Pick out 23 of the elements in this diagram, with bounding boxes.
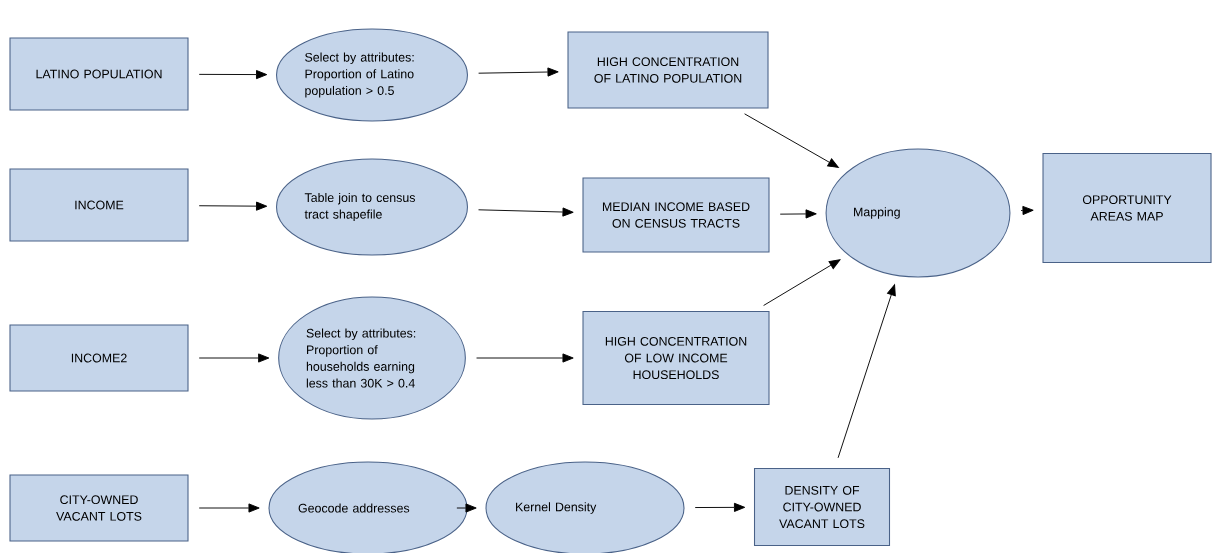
arrow: [837, 284, 896, 459]
data-box: HIGH CONCENTRATION OF LATINO POPULATION: [567, 31, 769, 109]
arrow: [478, 207, 574, 217]
arrow: [198, 201, 268, 211]
data-box: OPPORTUNITY AREAS MAP: [1042, 152, 1212, 264]
arrow: [1020, 205, 1034, 216]
arrow: [478, 67, 559, 77]
data-box: DENSITY OF CITY-OWNED VACANT LOTS: [753, 467, 891, 547]
arrow: [456, 503, 477, 513]
arrow: [198, 353, 270, 363]
arrow: [198, 503, 260, 513]
arrow: [694, 502, 746, 512]
arrow: [744, 113, 839, 168]
data-box: MEDIAN INCOME BASED ON CENSUS TRACTS: [582, 177, 770, 253]
data-box: CITY-OWNED VACANT LOTS: [9, 474, 189, 542]
arrow: [476, 353, 574, 363]
arrow: [779, 209, 817, 219]
data-box: INCOME: [9, 168, 189, 242]
data-box: LATINO POPULATION: [9, 37, 189, 111]
arrow: [763, 259, 841, 306]
arrow: [198, 70, 268, 80]
data-box: INCOME2: [9, 324, 189, 392]
data-box: HIGH CONCENTRATION OF LOW INCOME HOUSEHOLDS: [582, 310, 770, 406]
